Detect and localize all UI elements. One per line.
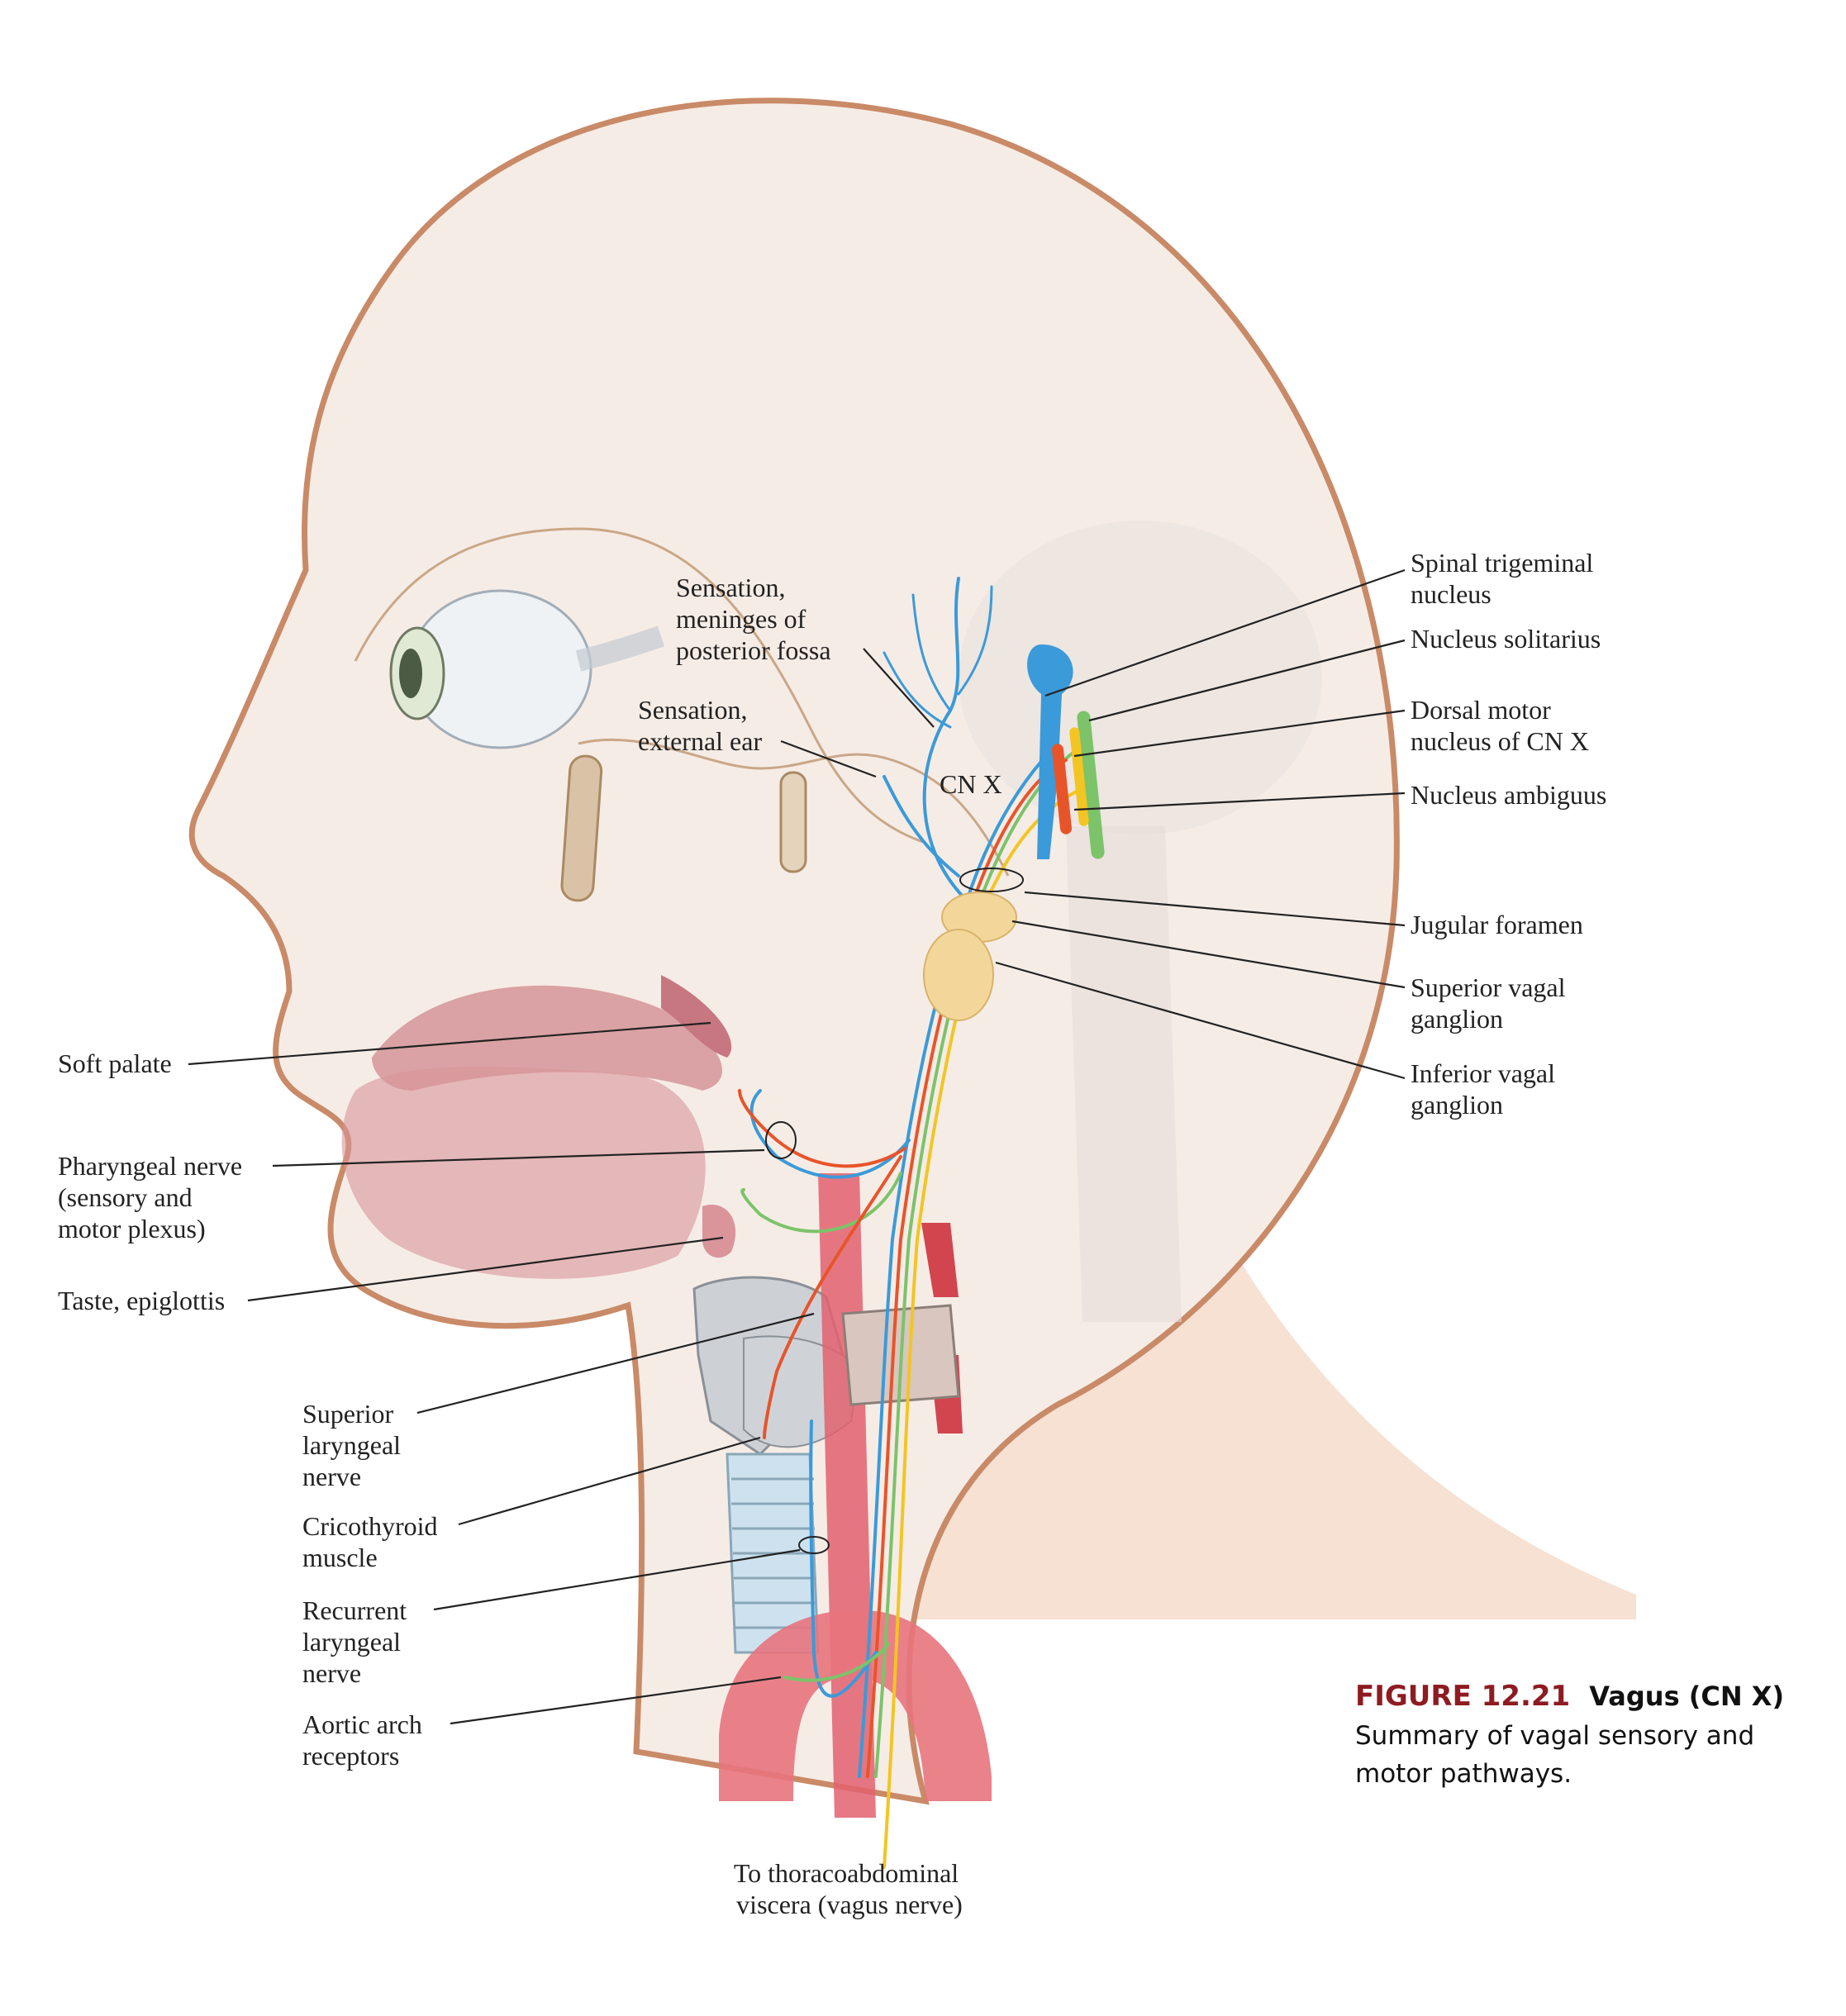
tongue [341, 1067, 706, 1279]
vagus-trunk-blue [858, 899, 968, 1778]
label-aortic-arch: Aortic arch receptors [302, 1709, 429, 1771]
figure-number: FIGURE 12.21 [1355, 1680, 1570, 1713]
caption-heading: FIGURE 12.21 Vagus (CN X) [1355, 1680, 1784, 1713]
leader-superior-laryngeal [416, 1312, 815, 1415]
leader-recurrent [433, 1548, 801, 1611]
meningeal-branch [922, 577, 968, 902]
leader-external-ear [780, 739, 877, 778]
ganglia [765, 868, 1024, 1554]
cranial-base [578, 738, 1010, 877]
leader-pharyngeal [272, 1148, 765, 1167]
head-illustration [188, 97, 1636, 1818]
jugular-vein [921, 1223, 959, 1297]
meningeal-sub3 [883, 651, 952, 729]
label-spinal-trigeminal: Spinal trigeminal nucleus [1411, 548, 1600, 609]
figure-caption: FIGURE 12.21 Vagus (CN X) Summary of vag… [1355, 1680, 1784, 1789]
cerebellum-shade [959, 521, 1322, 834]
label-jugular-foramen: Jugular foramen [1411, 910, 1583, 939]
label-meninges: Sensation, meninges of posterior fossa [676, 573, 831, 665]
label-recurrent-laryngeal: Recurrent laryngeal nerve [302, 1595, 413, 1688]
inferior-vagal-ganglion-shape [923, 929, 994, 1021]
label-superior-vagal: Superior vagal ganglion [1411, 972, 1572, 1034]
palate-cavity [372, 985, 722, 1091]
leader-superior-vagal [1011, 920, 1406, 989]
optic-nerve [575, 625, 665, 672]
leader-spinal-trigeminal [1044, 568, 1406, 697]
brainstem-nuclei [1027, 644, 1105, 859]
leader-jugular-foramen [1024, 891, 1406, 927]
epiglottis [702, 1205, 736, 1258]
leader-solitarius [1088, 639, 1406, 722]
eye-pupil [399, 649, 422, 698]
superior-laryngeal-branch [763, 1155, 902, 1439]
zygomatic-arch [560, 754, 603, 902]
labels: Sensation, meninges of posterior fossa S… [58, 548, 1606, 1919]
spinal-trigeminal-nucleus [1027, 644, 1073, 859]
aortic-receptor-branch [783, 1643, 890, 1682]
label-pharyngeal-nerve: Pharyngeal nerve (sensory and motor plex… [58, 1151, 249, 1243]
recurrent-ring [798, 1536, 830, 1554]
pharyngeal-branch-blue [749, 1089, 911, 1179]
leader-meninges [863, 648, 935, 728]
label-superior-laryngeal: Superior laryngeal nerve [302, 1399, 407, 1491]
soft-palate [661, 975, 732, 1058]
skull-outline [354, 527, 926, 844]
recurrent-laryngeal-branch [809, 1419, 878, 1698]
label-thoracoabdominal: To thoracoabdominal viscera (vagus nerve… [734, 1858, 965, 1919]
leader-ambiguus [1073, 792, 1406, 811]
leader-dorsal-motor [1073, 709, 1406, 758]
meningeal-sub2 [957, 585, 993, 696]
leader-taste [247, 1236, 724, 1302]
label-nucleus-ambiguus: Nucleus ambiguus [1411, 780, 1606, 810]
label-inferior-vagal: Inferior vagal ganglion [1411, 1058, 1562, 1120]
nucleus-solitarius-shape [1077, 711, 1105, 859]
pharyngeal-ring [765, 1121, 797, 1159]
label-cricothyroid: Cricothyroid muscle [302, 1511, 445, 1572]
label-taste-epiglottis: Taste, epiglottis [58, 1286, 225, 1315]
leader-lines [188, 568, 1406, 1725]
leader-inferior-vagal [995, 961, 1406, 1080]
caption-line-2: motor pathways. [1355, 1759, 1572, 1789]
pharyngeal-branch-red [738, 1089, 906, 1168]
jugular-foramen-ring [959, 868, 1024, 892]
label-soft-palate: Soft palate [58, 1048, 172, 1078]
meningeal-sub1 [911, 593, 952, 712]
dorsal-motor-nucleus-shape [1051, 744, 1073, 834]
label-external-ear: Sensation, external ear [638, 695, 762, 756]
spinal-cord-shade [1066, 826, 1182, 1322]
nucleus-ambiguus-shape [1069, 727, 1089, 826]
epiglottis-branch [740, 1172, 902, 1234]
label-dorsal-motor: Dorsal motor nucleus of CN X [1411, 695, 1589, 756]
auricular-branch [883, 775, 960, 877]
label-cn-x: CN X [940, 769, 1002, 799]
caption-line-1: Summary of vagal sensory and [1355, 1721, 1754, 1751]
figure-title: Vagus (CN X) [1589, 1681, 1784, 1712]
aortic-arch [719, 1609, 992, 1801]
leader-soft-palate [188, 1021, 711, 1066]
leader-aortic [450, 1676, 782, 1725]
label-nucleus-solitarius: Nucleus solitarius [1411, 624, 1601, 654]
styloid-process [779, 771, 807, 873]
leader-cricothyroid [458, 1436, 761, 1526]
